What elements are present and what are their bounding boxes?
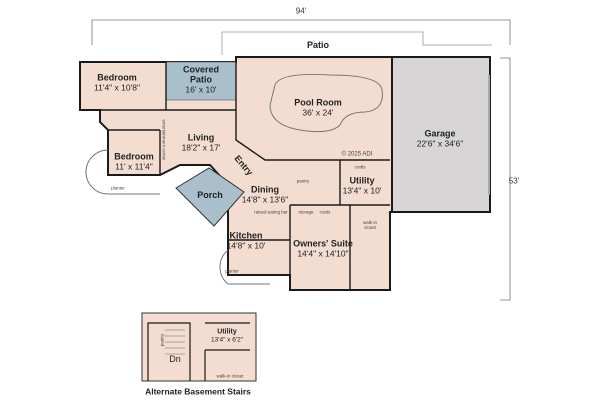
basement-inset-caption: Alternate Basement Stairs (145, 386, 251, 397)
room-size: 16' x 10' (185, 84, 217, 95)
crafts-label: crafts (354, 164, 366, 170)
room-name: Bedroom (97, 72, 137, 83)
dimension-lines (91, 19, 511, 301)
basement-pantry-label: pantry (159, 333, 165, 347)
stairs-down-label: Dn (169, 354, 181, 365)
room-name: Owners' Suite (293, 238, 353, 249)
planter-label: planter (225, 268, 239, 274)
planter-label: planter (111, 185, 125, 191)
raised-eating-bar-label: raised eating bar (254, 209, 288, 215)
room-name: Covered Patio (182, 64, 219, 85)
room-size: 13'4" x 6'2" (210, 336, 244, 344)
planter-left (85, 149, 160, 195)
depth-dimension: 53' (508, 176, 520, 186)
room-name: Garage (424, 128, 456, 139)
room-size: 14'4" x 14'10" (297, 248, 349, 259)
room-size: 14'8" x 10' (226, 240, 266, 251)
copyright: © 2025 ADI (341, 151, 373, 158)
room-porch: Porch (197, 190, 223, 201)
room-size: 11'4" x 10'8" (94, 82, 140, 93)
room-size: 22'6" x 34'6" (416, 138, 464, 149)
storage-label: storage (298, 209, 314, 215)
basement-inset-frame (141, 312, 257, 382)
room-name: Utility (349, 175, 375, 186)
room-size: 18'2" x 17' (181, 142, 221, 153)
covered-patio-area (165, 61, 237, 101)
interior-walls (100, 57, 390, 290)
width-dimension: 94' (295, 6, 307, 16)
room-name: Utility (217, 328, 237, 336)
room-name: Porch (197, 190, 223, 201)
room-patio: Patio (306, 40, 330, 51)
room-size: 11' x 11'4" (115, 161, 153, 172)
room-name: Living (187, 132, 215, 143)
basement-walk-in-closet-label: walk-in closet (216, 373, 244, 379)
entertainment-center-label: entertainment center (161, 119, 167, 161)
planter-right (219, 249, 270, 285)
porch-area (175, 167, 245, 227)
patio-outline (221, 31, 492, 55)
room-name: Pool Room (294, 97, 342, 108)
garage-area (391, 56, 491, 213)
pool-shape (269, 74, 383, 133)
room-name: Patio (306, 40, 330, 51)
room-size: 13'4" x 10' (342, 185, 382, 196)
room-size: 36' x 24' (302, 107, 334, 118)
walk-in-closet-label: walk-in closet (362, 220, 377, 230)
room-size: 14'8" x 13'6" (241, 194, 289, 205)
room-name: Bedroom (114, 151, 154, 162)
room-name: Kitchen (229, 230, 263, 241)
coats-label: coats (319, 209, 331, 215)
room-name: Dining (251, 184, 279, 195)
pantry-label: pantry (296, 178, 310, 184)
